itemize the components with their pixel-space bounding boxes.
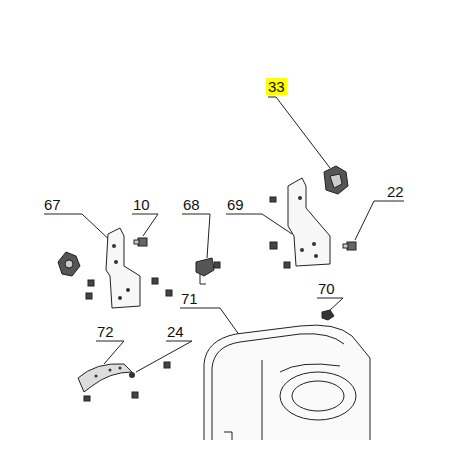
callout-number: 67: [44, 196, 61, 213]
callout-number: 24: [167, 323, 184, 340]
callout-number: 22: [387, 183, 404, 200]
callout-number: 10: [133, 196, 150, 213]
callout-number: 71: [181, 290, 198, 307]
callout-number: 33: [266, 78, 287, 95]
callout-number: 68: [183, 196, 200, 213]
callout-number: 70: [318, 280, 335, 297]
callout-number: 72: [97, 323, 114, 340]
callout-number: 69: [227, 196, 244, 213]
